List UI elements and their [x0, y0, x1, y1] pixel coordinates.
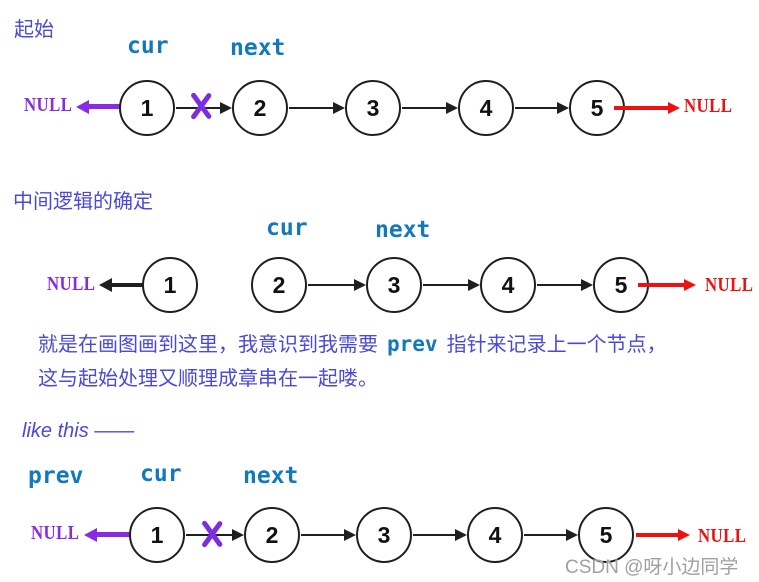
null-label-left: NULL — [47, 273, 96, 295]
reversed-link-arrow — [89, 104, 133, 109]
like-this-lead: like this —— — [22, 420, 135, 442]
prev-keyword: prev — [387, 332, 438, 356]
section-middle-title: 中间逻辑的确定 — [13, 191, 153, 213]
note-text-before: 就是在画图画到这里，我意识到我需要 — [38, 334, 378, 356]
note-line-2: 这与起始处理又顺理成章串在一起喽。 — [38, 368, 378, 390]
link-arrow-4-5 — [515, 107, 557, 109]
node-3: 3 — [345, 80, 401, 136]
node-4: 4 — [480, 257, 536, 313]
link-arrow-3-4 — [413, 534, 455, 536]
cur-pointer-label: cur — [140, 461, 182, 487]
node-4: 4 — [467, 507, 523, 563]
broken-link-x-icon — [190, 91, 212, 121]
null-label-left: NULL — [31, 522, 80, 544]
link-arrow-2-3 — [301, 534, 344, 536]
cur-pointer-label: cur — [266, 215, 308, 241]
broken-link-x-icon — [201, 519, 223, 549]
link-arrow-2-3 — [289, 107, 333, 109]
node-4: 4 — [458, 80, 514, 136]
next-pointer-label: next — [230, 35, 286, 61]
null-label-right: NULL — [705, 274, 754, 296]
link-arrow-3-4 — [402, 107, 446, 109]
link-arrow-4-5 — [524, 534, 566, 536]
tail-null-arrow — [638, 283, 684, 287]
cur-pointer-label: cur — [127, 33, 169, 59]
node-3: 3 — [356, 507, 412, 563]
reversed-link-arrow — [112, 283, 148, 287]
next-pointer-label: next — [375, 217, 431, 243]
node-5: 5 — [593, 257, 649, 313]
null-label-right: NULL — [684, 95, 733, 117]
reversed-link-arrow — [97, 532, 141, 537]
section-start-title: 起始 — [14, 19, 54, 41]
note-line-1: 就是在画图画到这里，我意识到我需要 prev 指针来记录上一个节点， — [38, 328, 667, 357]
node-3: 3 — [366, 257, 422, 313]
node-2: 2 — [232, 80, 288, 136]
link-arrow-4-5 — [537, 284, 581, 286]
tail-null-arrow — [636, 533, 678, 537]
tail-null-arrow — [614, 106, 668, 110]
node-1: 1 — [142, 257, 198, 313]
csdn-watermark: CSDN @呀小边同学 — [565, 557, 739, 578]
note-text-after: 指针来记录上一个节点， — [446, 334, 667, 356]
node-1: 1 — [119, 80, 175, 136]
link-arrow-2-3 — [308, 284, 354, 286]
null-label-left: NULL — [24, 94, 73, 116]
node-2: 2 — [244, 507, 300, 563]
link-arrow-3-4 — [423, 284, 468, 286]
next-pointer-label: next — [243, 463, 299, 489]
null-label-right: NULL — [698, 525, 747, 547]
node-5: 5 — [578, 507, 634, 563]
prev-pointer-label: prev — [28, 463, 84, 489]
node-1: 1 — [129, 507, 185, 563]
node-2: 2 — [251, 257, 307, 313]
